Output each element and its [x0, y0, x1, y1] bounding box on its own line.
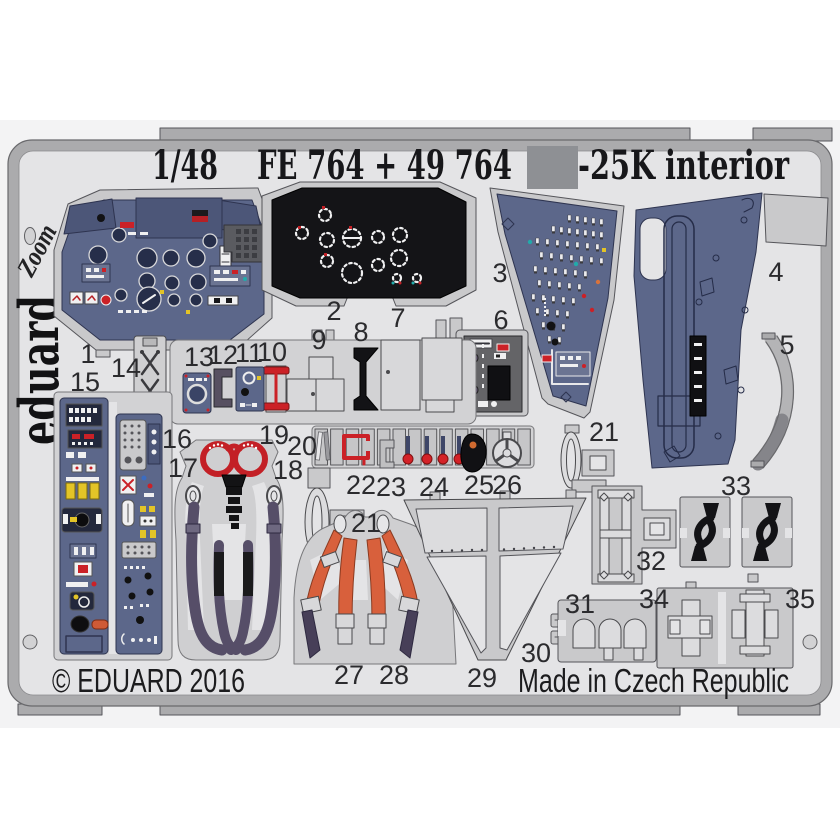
part-label-23: 23 [376, 472, 406, 502]
part-label-35: 35 [785, 584, 815, 614]
part-11-blue-panel [235, 366, 265, 412]
part-32-ladder-bracket [591, 485, 677, 585]
part-26-wheel [492, 431, 522, 468]
part-label-14: 14 [111, 353, 141, 383]
part-23-bracket [379, 439, 395, 469]
part-20-26-small-parts-strip [311, 425, 535, 473]
header-product-code: FE 764 + 49 764 [257, 142, 512, 189]
part-label-26: 26 [492, 470, 522, 500]
part-label-17: 17 [168, 453, 198, 483]
part-label-19: 19 [259, 420, 289, 450]
part-label-34: 34 [639, 584, 669, 614]
part-label-27: 27 [334, 660, 364, 690]
part-label-1: 1 [80, 339, 95, 369]
header: 1/48 FE 764 + 49 764 -25K interior [152, 142, 790, 189]
part-17-18-19-yoke-and-belts [174, 439, 284, 661]
part-1-dials [88, 227, 218, 312]
part-label-20: 20 [287, 431, 317, 461]
footer: © EDUARD 2016 Made in Czech Republic [52, 662, 789, 699]
part-label-7: 7 [390, 303, 405, 333]
part-18-belt [239, 485, 282, 656]
part-2-coaming-panel [261, 181, 477, 355]
part-label-12: 12 [208, 340, 238, 370]
part-35-box [731, 589, 779, 657]
part-3-left-console [489, 187, 625, 419]
footer-copyright: © EDUARD 2016 [52, 662, 245, 699]
frame-hole-bottom-right [802, 634, 818, 650]
part-12-bracket [213, 368, 233, 408]
part-9-panels [286, 356, 345, 412]
part-16-details [119, 419, 161, 645]
part-label-16: 16 [162, 424, 192, 454]
part-29-windscreen-frame [403, 489, 587, 661]
part-label-8: 8 [353, 317, 368, 347]
part-label-15: 15 [70, 367, 100, 397]
part-label-11: 11 [235, 338, 263, 368]
header-title-suffix: -25K interior [578, 142, 790, 189]
part-label-25: 25 [464, 470, 494, 500]
part-10-red-lever [262, 365, 290, 413]
part-label-33: 33 [721, 471, 751, 501]
part-8-black-bracket [353, 347, 379, 411]
part-28-straps [366, 529, 420, 659]
part-15-16-console-strips [53, 391, 173, 661]
part-22-red-bracket [342, 434, 371, 466]
part-label-24: 24 [419, 472, 449, 502]
part-21-bracket-right [560, 424, 615, 493]
part-25-grip [460, 433, 487, 473]
part-1-main-instrument-panel [53, 187, 273, 358]
part-label-9: 9 [311, 325, 326, 355]
part-15-details [61, 403, 109, 653]
part-label-31: 31 [565, 589, 595, 619]
part-13-blue-box [182, 372, 212, 414]
part-label-6: 6 [493, 305, 508, 335]
part-27-straps [300, 529, 358, 659]
censor-box [527, 146, 578, 189]
part-label-3: 3 [492, 258, 507, 288]
frame-hole-top-left [24, 227, 36, 245]
part-4-right-console [633, 192, 829, 469]
part-label-18: 18 [273, 455, 303, 485]
part-label-28: 28 [379, 660, 409, 690]
part-19-control-yoke [200, 441, 268, 529]
part-label-29: 29 [467, 663, 497, 693]
part-17-belt [185, 485, 228, 656]
part-34-box [667, 599, 713, 657]
part-label-22: 22 [346, 470, 376, 500]
part-label-32: 32 [636, 546, 666, 576]
part-label-21: 21 [351, 508, 381, 538]
part-34-35-boxes [656, 573, 794, 669]
frame-hole-bottom-left [22, 634, 38, 650]
part-5-curved-strip [750, 332, 795, 471]
part-7-panels [380, 337, 463, 413]
part-31-arches [557, 599, 657, 663]
part-33-hook-frames [679, 496, 793, 568]
part-27-28-harness [293, 509, 457, 665]
part-label-4: 4 [768, 257, 783, 287]
part-label-10: 10 [257, 337, 287, 367]
part-label-13: 13 [184, 342, 214, 372]
footer-made-in: Made in Czech Republic [518, 662, 789, 699]
part-label-5: 5 [779, 330, 794, 360]
header-scale: 1/48 [152, 142, 218, 189]
part-label-2: 2 [326, 296, 341, 326]
part-label-21: 21 [589, 417, 619, 447]
part-label-30: 30 [521, 638, 551, 668]
